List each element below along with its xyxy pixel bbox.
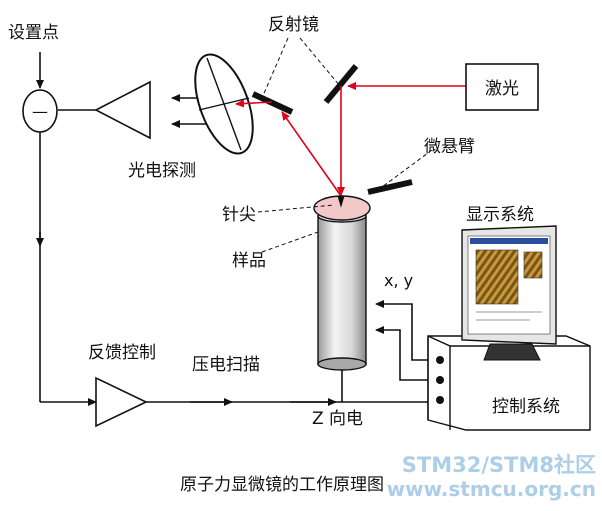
laser-beam (235, 82, 466, 197)
watermark-line2: www.stmcu.org.cn (387, 477, 596, 501)
display-monitor (461, 225, 557, 361)
tip (337, 195, 345, 208)
feedback-control-label: 反馈控制 (88, 343, 156, 363)
detector-amplifier (94, 80, 151, 140)
setpoint-label: 设置点 (8, 23, 59, 43)
mirror-right (323, 64, 359, 104)
minus-sign: — (32, 102, 48, 121)
scan-image-main (475, 249, 519, 305)
feedback-amplifier (95, 376, 148, 428)
xy-label: x, y (384, 271, 413, 290)
cantilever-leader (377, 149, 433, 191)
scan-image-side (523, 251, 543, 279)
z-direction-label: Z 向电 (312, 409, 363, 429)
xy-drive-lines (375, 300, 440, 381)
connector-3 (436, 396, 444, 404)
laser-label: 激光 (485, 79, 519, 99)
photodetector-label: 光电探测 (128, 161, 196, 181)
tip-leader (257, 204, 335, 213)
feedback-loop-wires (36, 52, 432, 406)
reflector-label: 反射镜 (268, 15, 319, 35)
cantilever (367, 179, 413, 195)
laser-box (465, 63, 539, 111)
summing-junction: — (22, 89, 58, 133)
tip-label: 针尖 (222, 205, 256, 225)
piezo-scanner (317, 209, 367, 371)
mirror-left (251, 91, 294, 115)
sample-leader (261, 231, 319, 253)
control-system-box (427, 335, 591, 431)
display-system-label: 显示系统 (466, 205, 534, 225)
photodetector (194, 53, 254, 155)
diagram-caption: 原子力显微镜的工作原理图 (180, 475, 384, 495)
watermark-line1: STM32/STM8社区 (402, 453, 596, 477)
piezo-scan-label: 压电扫描 (192, 355, 260, 375)
sample-label: 样品 (232, 251, 266, 271)
mirror-leaders (261, 37, 341, 99)
connector-2 (436, 376, 444, 384)
control-system-label: 控制系统 (492, 397, 560, 417)
connector-1 (436, 356, 444, 364)
cantilever-label: 微悬臂 (424, 137, 475, 157)
